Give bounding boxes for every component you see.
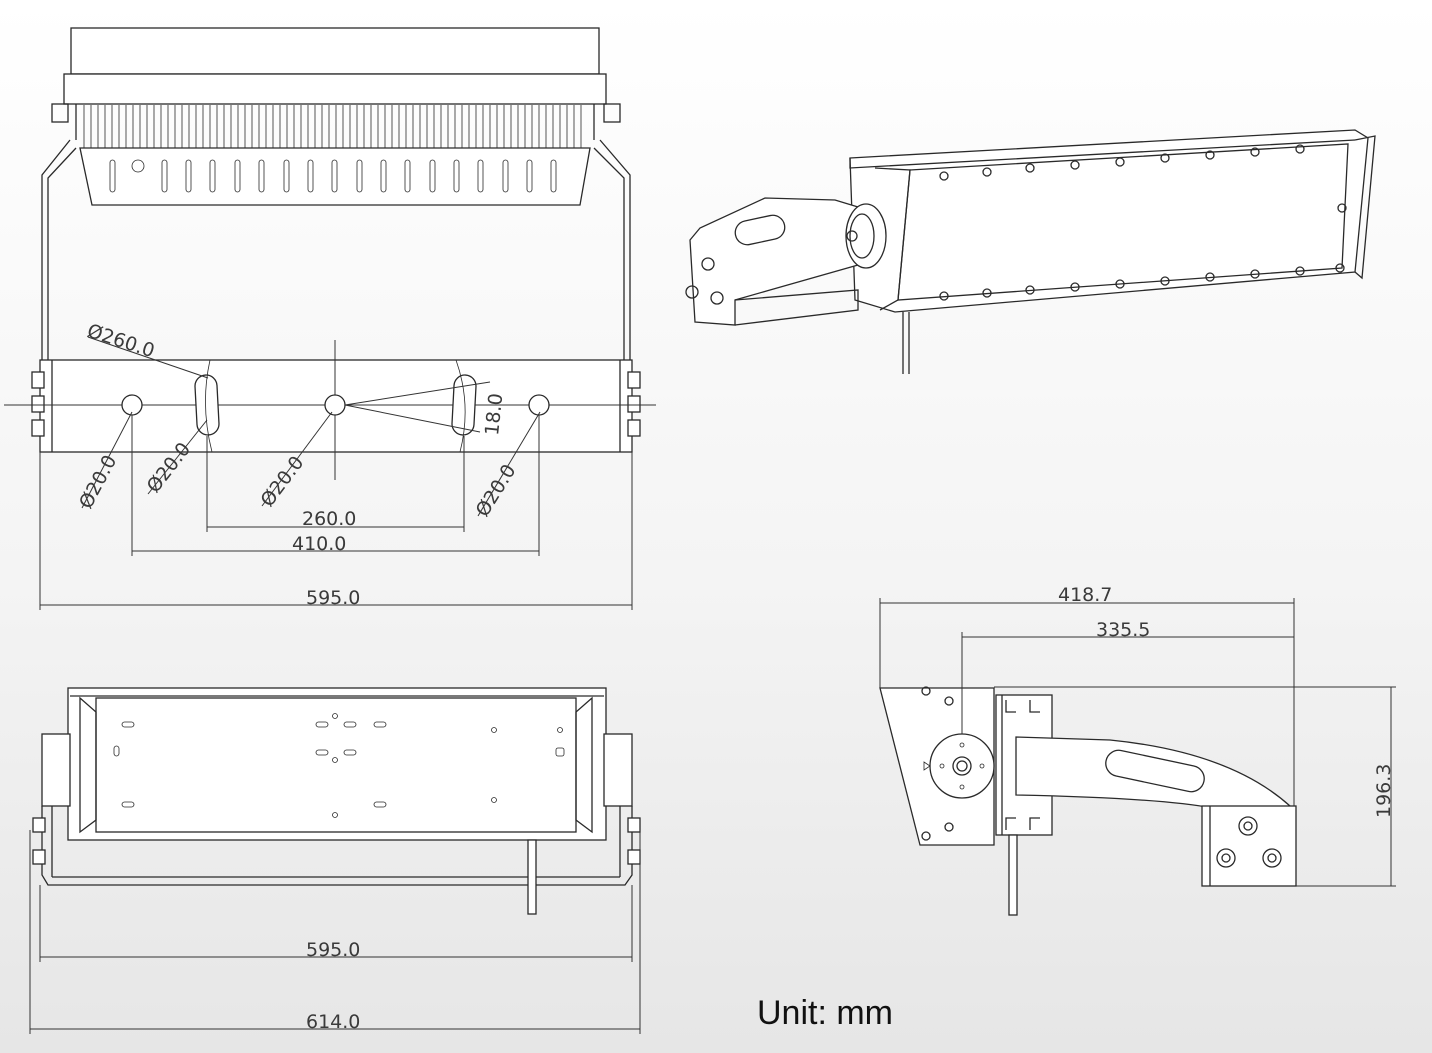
dim-text-slot-height: 18.0 bbox=[481, 392, 507, 436]
heat-sink-fins bbox=[83, 105, 582, 148]
dim-text-overall-width-top: 614.0 bbox=[306, 1011, 360, 1033]
dim-text-pivot-to-back: 335.5 bbox=[1096, 619, 1150, 641]
side-bolt-right bbox=[603, 103, 621, 123]
top-panel-holes bbox=[113, 713, 565, 818]
dim-text-overall-depth: 418.7 bbox=[1058, 584, 1112, 606]
housing-frame bbox=[63, 73, 607, 105]
dim-text-bracket-diameter: Ø260.0 bbox=[84, 320, 157, 362]
side-cable bbox=[1008, 834, 1018, 916]
bracket-arm-right bbox=[599, 139, 631, 360]
side-mount-bolts bbox=[1216, 816, 1282, 868]
mount-hole-center bbox=[324, 394, 346, 416]
arc-slot-right bbox=[451, 374, 477, 436]
side-bolt-left bbox=[51, 103, 69, 123]
side-view: 418.7 335.5 196.3 bbox=[879, 584, 1396, 916]
side-arm bbox=[1015, 736, 1292, 809]
iso-bolts-bottom bbox=[939, 263, 1345, 301]
side-knobs-right bbox=[627, 371, 641, 437]
dim-text-bracket-width: 595.0 bbox=[306, 939, 360, 961]
isometric-view bbox=[685, 129, 1376, 374]
dim-text-slot-spacing: 260.0 bbox=[302, 508, 356, 530]
dim-text-slot-right: Ø20.0 bbox=[472, 460, 521, 520]
top-view: 595.0 614.0 bbox=[29, 687, 641, 1034]
unit-label: Unit: mm bbox=[757, 994, 893, 1032]
vent-slots bbox=[109, 159, 557, 193]
dim-text-overall-width-front: 595.0 bbox=[306, 587, 360, 609]
iso-bracket bbox=[689, 197, 859, 326]
mount-hole-right bbox=[528, 394, 550, 416]
front-view: Ø260.0 Ø20.0 Ø20.0 Ø20.0 Ø20.0 18.0 260.… bbox=[4, 27, 656, 610]
side-arm-slot bbox=[1105, 749, 1205, 793]
side-pivot-disc bbox=[929, 733, 995, 799]
top-housing bbox=[67, 687, 607, 841]
top-cable bbox=[527, 839, 537, 915]
housing-top bbox=[70, 27, 600, 75]
bracket-arm-left bbox=[41, 139, 71, 360]
dim-text-overall-height: 196.3 bbox=[1373, 764, 1395, 818]
driver-box bbox=[79, 147, 591, 206]
driver-screw bbox=[131, 159, 145, 173]
top-pivot-left bbox=[41, 733, 71, 807]
dim-text-hole-left: Ø20.0 bbox=[75, 451, 121, 512]
dim-text-hole-center: Ø20.0 bbox=[256, 452, 308, 511]
top-pivot-right bbox=[603, 733, 633, 807]
dim-text-hole-spacing: 410.0 bbox=[292, 533, 346, 555]
iso-bolts-top bbox=[939, 144, 1305, 181]
top-side-knobs bbox=[32, 817, 641, 865]
iso-bracket-slot bbox=[734, 214, 786, 246]
side-knobs-left bbox=[31, 371, 45, 437]
side-mount-block bbox=[1201, 805, 1297, 887]
iso-pivot-disc bbox=[845, 203, 887, 269]
